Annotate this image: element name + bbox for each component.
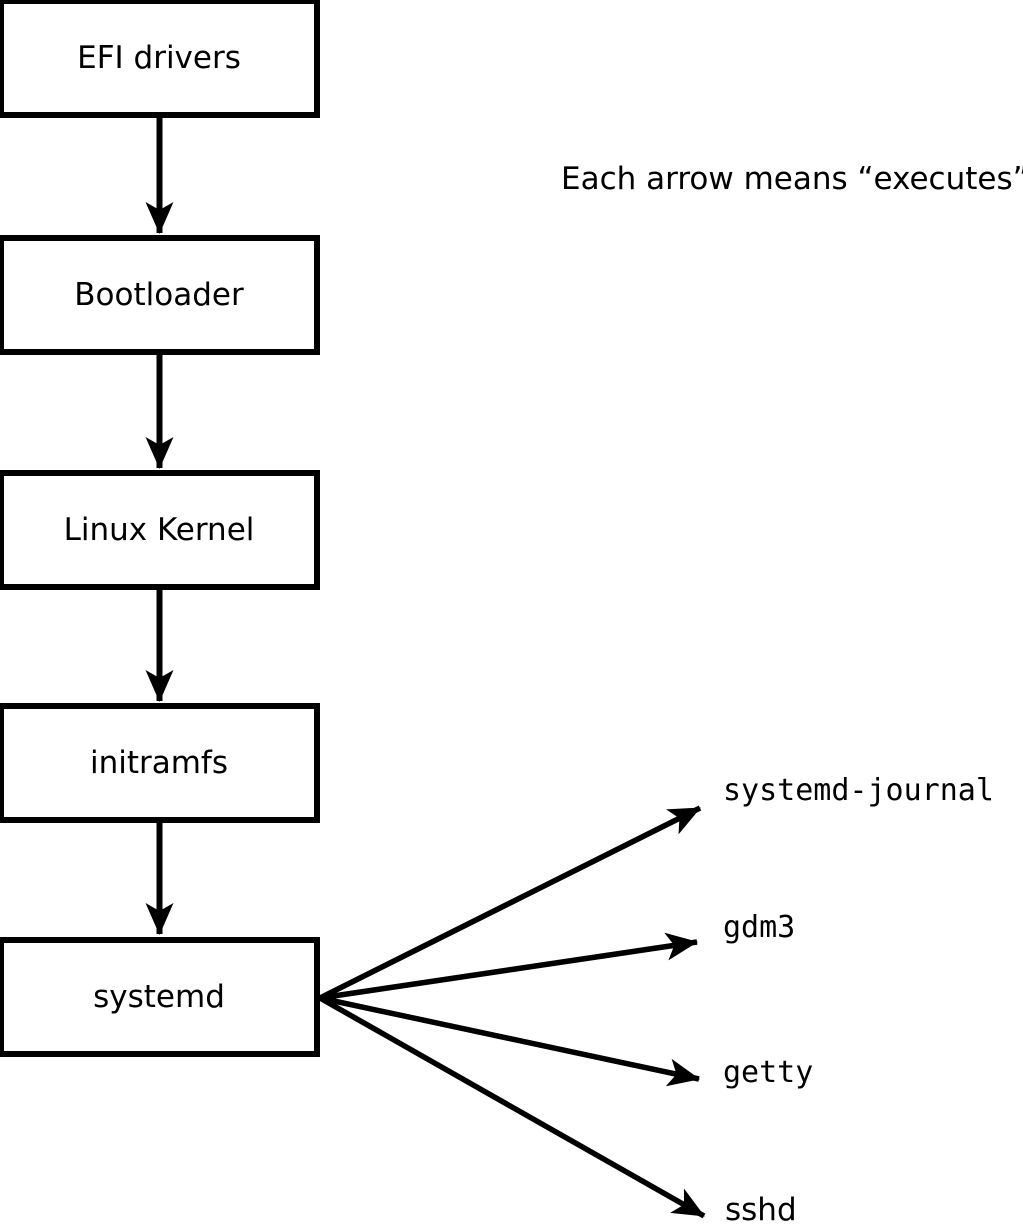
box-systemd: systemd (0, 937, 320, 1057)
service-label-getty: getty (723, 1055, 814, 1090)
box-linux-kernel-label: Linux Kernel (63, 511, 255, 548)
box-linux-kernel: Linux Kernel (0, 470, 320, 590)
arrow-systemd-to-getty-icon (319, 995, 700, 1087)
box-initramfs-label: initramfs (89, 744, 229, 781)
service-label-gdm3: gdm3 (723, 910, 796, 945)
arrow-systemd-to-gdm3-icon (319, 932, 698, 1001)
box-systemd-label: systemd (93, 978, 225, 1015)
arrow-legend-note: Each arrow means “executes”. (561, 161, 1023, 197)
box-bootloader: Bootloader (0, 235, 320, 355)
arrow-systemd-to-sshd-icon (318, 995, 706, 1219)
service-label-sshd: sshd (725, 1192, 797, 1228)
box-bootloader-label: Bootloader (74, 276, 244, 313)
arrow-systemd-to-journal-icon (318, 805, 702, 1001)
service-label-systemd-journal: systemd-journal (723, 773, 994, 808)
box-efi-drivers: EFI drivers (0, 0, 320, 118)
box-initramfs: initramfs (0, 703, 320, 823)
box-efi-drivers-label: EFI drivers (77, 39, 241, 76)
